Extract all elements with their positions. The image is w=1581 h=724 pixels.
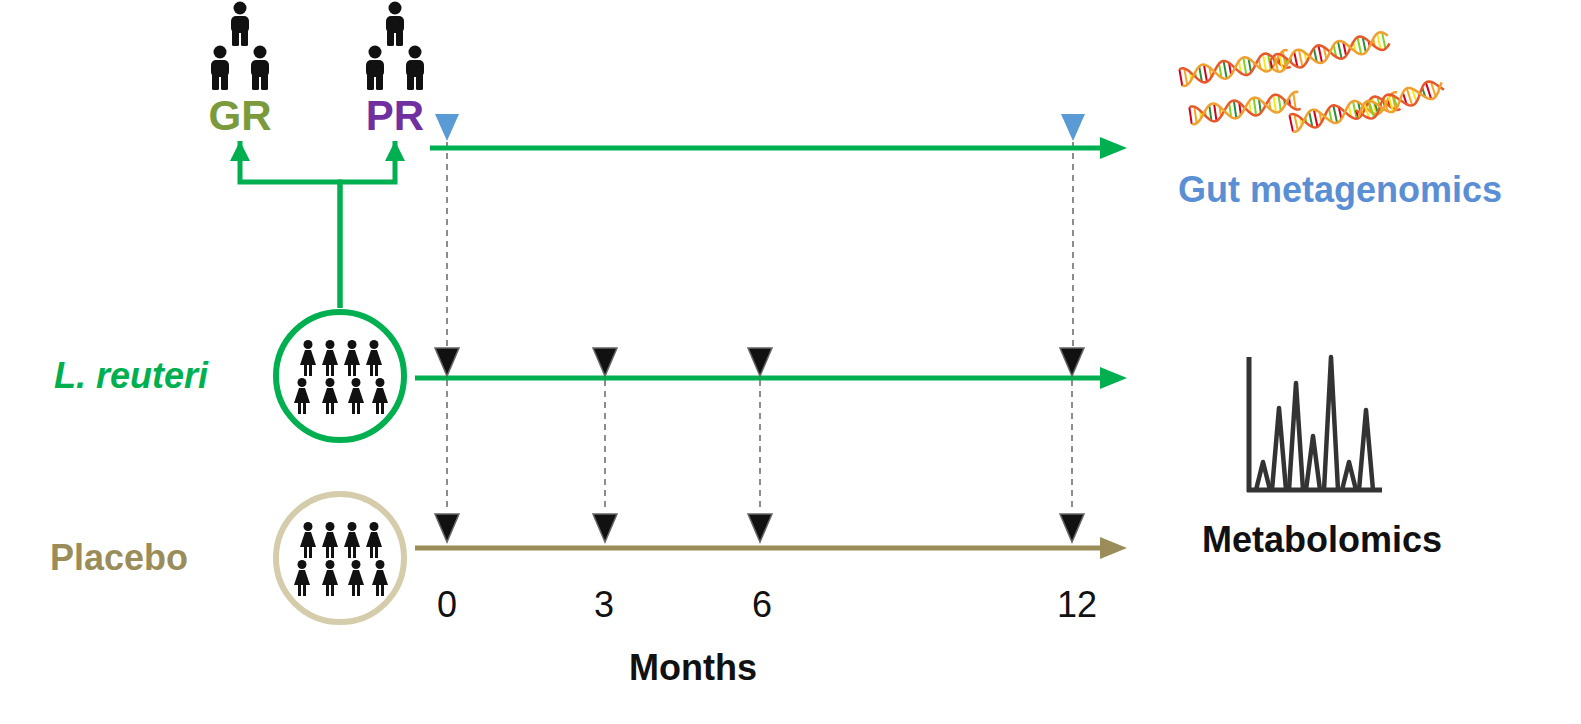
person-icon <box>231 2 249 47</box>
person-icon <box>300 522 316 558</box>
person-icon <box>366 340 382 376</box>
arrow-head <box>1100 137 1127 159</box>
split-arrow <box>240 141 340 308</box>
arrow-head <box>1100 537 1127 559</box>
sampling-marker <box>435 114 459 141</box>
sampling-marker <box>1060 348 1084 376</box>
person-icon <box>344 340 360 376</box>
sampling-marker <box>435 514 459 542</box>
placebo-timeline <box>415 546 1104 551</box>
dashed-guide <box>604 380 606 512</box>
group-node: GR <box>190 0 290 137</box>
dashed-guide <box>1072 142 1074 346</box>
person-icon <box>344 522 360 558</box>
arm-circle: Placebo <box>272 490 408 626</box>
sampling-marker <box>748 348 772 376</box>
axis-tick: 12 <box>1057 585 1097 625</box>
person-icon <box>322 340 338 376</box>
person-icon <box>348 378 364 414</box>
axis-tick: 0 <box>437 585 457 625</box>
dna-helix <box>1269 31 1390 74</box>
person-icon <box>251 46 269 91</box>
people-icons <box>350 0 440 95</box>
split-arrow <box>340 141 395 308</box>
people-icons <box>195 0 285 95</box>
arm-label: L. reuteri <box>54 358 208 394</box>
sampling-marker <box>435 348 459 376</box>
axis-tick: 3 <box>594 585 614 625</box>
person-icon <box>294 378 310 414</box>
dashed-guide <box>1071 380 1073 512</box>
group-node: PR <box>345 0 445 137</box>
person-icon <box>322 560 338 596</box>
arm-label: Placebo <box>50 540 188 576</box>
sampling-marker <box>1060 514 1084 542</box>
person-icon <box>366 46 384 91</box>
group-label: PR <box>345 95 445 137</box>
sampling-marker <box>1061 114 1085 141</box>
person-icon <box>211 46 229 91</box>
person-icon <box>406 46 424 91</box>
axis-tick: 6 <box>752 585 772 625</box>
sampling-marker <box>593 348 617 376</box>
arm-circle: L. reuteri <box>272 308 408 444</box>
dashed-guide <box>759 380 761 512</box>
person-icon <box>294 560 310 596</box>
person-icon <box>366 522 382 558</box>
dashed-guide <box>446 380 448 512</box>
person-icon <box>300 340 316 376</box>
omics-title: Gut metagenomics <box>1178 170 1502 210</box>
person-icon <box>348 560 364 596</box>
person-icon <box>386 2 404 47</box>
omics-title: Metabolomics <box>1202 520 1442 560</box>
group-label: GR <box>190 95 290 137</box>
dna-helix <box>1354 78 1445 123</box>
person-icon <box>372 560 388 596</box>
metagenomics-timeline <box>430 146 1104 151</box>
circle-outline <box>272 490 408 626</box>
dashed-guide <box>446 142 448 346</box>
person-icon <box>372 378 388 414</box>
arrow-head <box>1100 367 1127 389</box>
sampling-marker <box>748 514 772 542</box>
person-icon <box>322 378 338 414</box>
sampling-marker <box>593 514 617 542</box>
spectrum-icon <box>1247 357 1382 492</box>
dna-helix <box>1189 91 1300 124</box>
person-icon <box>322 522 338 558</box>
circle-outline <box>272 308 408 444</box>
axis-title: Months <box>629 648 757 688</box>
